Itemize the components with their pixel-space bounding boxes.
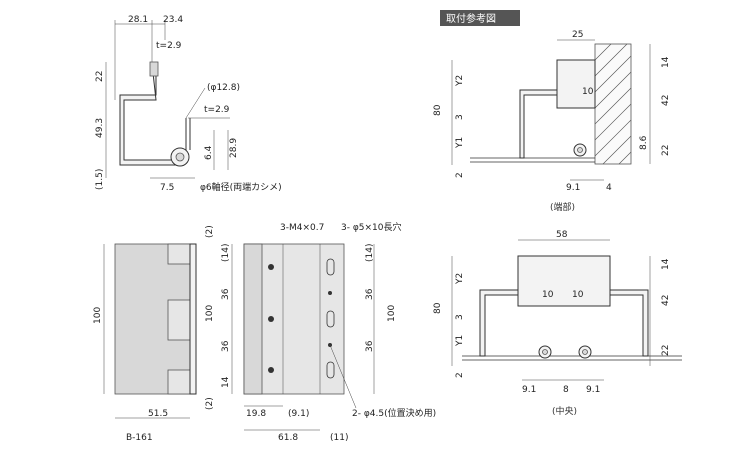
dim-back-14-bottom: 14 [221,376,231,388]
dim-y2-end: Y2 [455,75,465,87]
reference-banner-label: 取付参考図 [446,12,496,25]
knuckle-3 [167,369,191,395]
dim-22-end: 22 [661,145,671,156]
slot-1 [326,258,335,276]
dim-y1-end: Y1 [455,137,465,149]
model-code: B-161 [126,433,153,443]
dim-2-center: 2 [455,372,465,378]
dim-8-center: 8 [563,385,569,395]
dim-23-4: 23.4 [163,15,183,25]
label-locate: 2- φ4.5(位置決め用) [352,407,436,419]
dim-3-end: 3 [455,114,465,120]
dim-2-top: (2) [205,225,215,238]
knuckle-2 [167,299,191,341]
dim-61-8: 61.8 [278,433,298,443]
note-pin-diameter: φ6軸径(両端カシメ) [200,181,282,193]
slot-2 [326,310,335,328]
end-mount-view: 取付参考図 25 80 Y2 Y1 3 2 14 42 22 8.6 10 9.… [433,10,671,213]
dim-back-14-top: (14) [221,244,231,262]
knuckle-1 [167,243,191,265]
dim-back-36-a: 36 [221,288,231,300]
dim-3-center: 3 [455,314,465,320]
dim-9-1-center-left: 9.1 [522,385,536,395]
center-mount-view: 58 80 Y2 3 Y1 2 14 42 22 10 10 9.1 8 9.1… [433,230,682,417]
dim-11: (11) [330,433,348,443]
dim-80-center: 80 [433,302,443,314]
dim-22-center: 22 [661,345,671,356]
dim-28-1: 28.1 [128,15,148,25]
dim-42-center: 42 [661,295,671,306]
dim-back-r-14: (14) [365,244,375,262]
dim-14-end: 14 [661,56,671,68]
dim-14-center: 14 [661,258,671,270]
dim-9-1-center-right: 9.1 [586,385,600,395]
caption-center: (中央) [552,405,577,417]
dim-100: 100 [93,307,103,324]
slot-3 [326,361,335,379]
label-tap: 3-M4×0.7 [280,223,324,233]
reference-banner [440,10,520,26]
hinge-edge [189,243,197,395]
dim-10-end: 10 [582,87,594,97]
dim-9-1: (9.1) [288,409,309,419]
dim-8-6-end: 8.6 [639,135,649,150]
dim-49-3: 49.3 [95,118,105,138]
locate-hole-1 [328,291,332,295]
dim-22: 22 [95,71,105,82]
back-knuckle-strip [243,243,263,395]
side-view: 28.1 23.4 t=2.9 22 49.3 (1.5) (φ12.8) t=… [95,15,282,193]
dim-58: 58 [556,230,568,240]
dim-9-1-end: 9.1 [566,183,580,193]
dim-80-end: 80 [433,104,443,116]
dim-7-5: 7.5 [160,183,174,193]
dim-t-2-9-mid: t=2.9 [204,105,230,115]
dim-6-4: 6.4 [204,145,214,160]
dim-51-5: 51.5 [148,409,168,419]
dim-10-center-right: 10 [572,290,584,300]
dim-y1-center: Y1 [455,335,465,347]
label-slot: 3- φ5×10長穴 [341,221,402,233]
back-view: 3-M4×0.7 3- φ5×10長穴 (14) 36 36 14 100 19… [205,221,436,443]
front-view: 100 (2) (2) 51.5 B-161 [93,225,215,443]
dim-42-end: 42 [661,95,671,106]
dim-2-end: 2 [455,172,465,178]
dim-19-8: 19.8 [246,409,266,419]
dim-back-r-36-b: 36 [365,340,375,352]
dim-phi-12-8: (φ12.8) [207,83,240,93]
dim-back-r-100: 100 [387,305,397,322]
dim-4-end: 4 [606,183,612,193]
pin [175,152,185,162]
dim-10-center-left: 10 [542,290,554,300]
tap-hole-1 [268,264,274,270]
dim-back-100: 100 [205,305,215,322]
tap-hole-3 [268,367,274,373]
dim-y2-center: Y2 [455,273,465,285]
wall [594,43,632,165]
dim-t-2-9-top: t=2.9 [156,41,182,51]
dim-back-36-b: 36 [221,340,231,352]
dim-28-9: 28.9 [229,138,239,158]
dim-2-bottom: (2) [205,397,215,410]
tap-hole-2 [268,316,274,322]
dim-back-r-36-a: 36 [365,288,375,300]
caption-end: (端部) [550,201,575,213]
dim-1-5: (1.5) [95,169,105,190]
dim-25: 25 [572,30,583,40]
top-flange [149,61,159,77]
